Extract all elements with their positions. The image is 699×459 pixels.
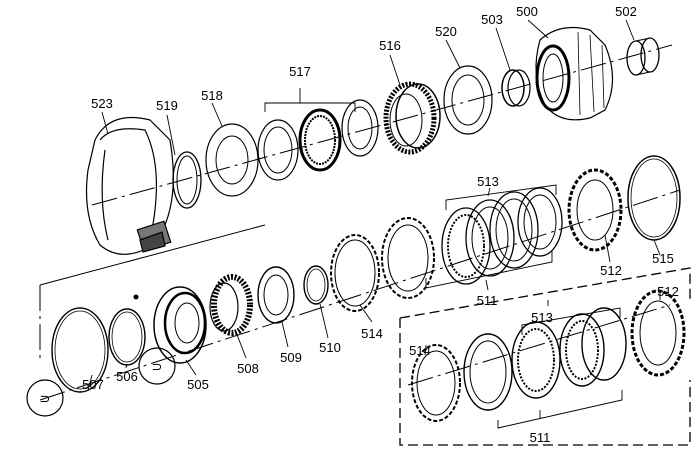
leader-lines xyxy=(87,19,661,429)
label-500: 500 xyxy=(516,4,538,19)
label-505: 505 xyxy=(187,377,209,392)
label-514-inset: 514 xyxy=(409,343,431,358)
part-labels: 523 519 518 517 516 520 503 500 502 513 … xyxy=(82,4,679,445)
label-509: 509 xyxy=(280,350,302,365)
label-515: 515 xyxy=(652,251,674,266)
label-506: 506 xyxy=(116,369,138,384)
label-518: 518 xyxy=(201,88,223,103)
part-502-bushing xyxy=(626,37,660,76)
part-512-pressure-plate xyxy=(567,168,623,252)
label-513-inset: 513 xyxy=(531,310,553,325)
part-518-washer xyxy=(205,123,259,197)
label-512-main: 512 xyxy=(600,263,622,278)
callout-symbol-a-text: ⊃ xyxy=(40,391,51,406)
part-514-plate xyxy=(330,234,380,312)
label-511-main: 511 xyxy=(477,293,498,308)
label-512-inset: 512 xyxy=(657,284,679,299)
label-507: 507 xyxy=(82,377,104,392)
part-515-snap-ring xyxy=(627,155,681,241)
part-508-spring xyxy=(209,274,253,336)
part-506-ring xyxy=(108,308,146,366)
part-510-snap-ring xyxy=(303,265,329,305)
part-505-piston xyxy=(133,286,207,364)
part-503-bushing xyxy=(501,69,531,107)
callout-symbol-a: ⊃ xyxy=(26,379,64,417)
part-520-washer xyxy=(443,65,493,135)
label-508: 508 xyxy=(237,361,259,376)
part-507-ring xyxy=(51,307,109,393)
label-514-main: 514 xyxy=(361,326,383,341)
part-500-housing xyxy=(535,27,614,121)
label-520: 520 xyxy=(435,24,457,39)
label-511-inset: 511 xyxy=(530,430,551,445)
callout-symbol-b: ⊃ xyxy=(138,347,176,385)
label-519: 519 xyxy=(156,98,178,113)
label-510: 510 xyxy=(319,340,341,355)
label-503: 503 xyxy=(481,12,503,27)
label-516: 516 xyxy=(379,38,401,53)
axis-lines xyxy=(39,44,681,401)
label-523: 523 xyxy=(91,96,113,111)
part-517-thrust-set xyxy=(257,99,379,181)
inset-alternate-clutch-pack xyxy=(399,267,691,446)
label-502: 502 xyxy=(615,4,637,19)
part-509-retainer xyxy=(257,266,295,324)
label-513-main: 513 xyxy=(477,174,499,189)
part-511-clutch-plates xyxy=(381,187,563,299)
callout-symbol-b-text: ⊃ xyxy=(152,359,163,374)
label-517: 517 xyxy=(289,64,311,79)
part-523-band xyxy=(85,116,174,255)
part-519-snap-ring xyxy=(172,151,202,209)
part-516-gear-ring xyxy=(383,81,441,155)
